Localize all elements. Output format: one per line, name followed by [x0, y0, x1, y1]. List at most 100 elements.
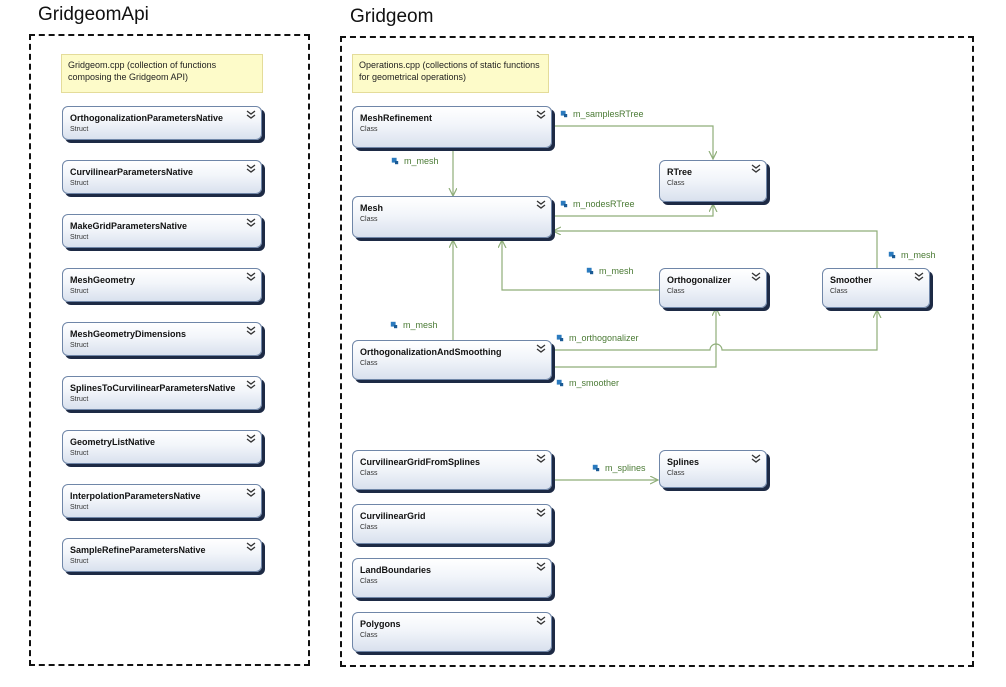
- struct-sample-refine-parameters-native[interactable]: SampleRefineParametersNative Struct: [62, 538, 262, 572]
- double-chevron-down-icon[interactable]: [245, 271, 257, 283]
- class-splines[interactable]: Splines Class: [659, 450, 767, 488]
- struct-interpolation-parameters-native[interactable]: InterpolationParametersNative Struct: [62, 484, 262, 518]
- double-chevron-down-icon[interactable]: [245, 487, 257, 499]
- double-chevron-down-icon[interactable]: [245, 433, 257, 445]
- struct-kind: Struct: [70, 396, 89, 403]
- class-kind: Class: [360, 470, 378, 477]
- double-chevron-down-icon[interactable]: [245, 163, 257, 175]
- class-curvilinear-grid-from-splines[interactable]: CurvilinearGridFromSplines Class: [352, 450, 552, 490]
- region-title-gridgeom: Gridgeom: [350, 6, 434, 27]
- class-mesh[interactable]: Mesh Class: [352, 196, 552, 238]
- smoother-association-connector[interactable]: [553, 310, 877, 351]
- double-chevron-down-icon[interactable]: [750, 271, 762, 283]
- struct-kind: Struct: [70, 288, 89, 295]
- struct-splines-to-curvilinear-parameters-native[interactable]: SplinesToCurvilinearParametersNative Str…: [62, 376, 262, 410]
- class-name: Splines: [667, 457, 700, 467]
- class-kind: Class: [360, 632, 378, 639]
- orthogonalizer-association-connector[interactable]: [553, 308, 716, 368]
- field-icon: [391, 157, 399, 165]
- field-icon: [556, 379, 564, 387]
- class-land-boundaries[interactable]: LandBoundaries Class: [352, 558, 552, 598]
- orthogonalizer-association-label: m_orthogonalizer: [556, 333, 639, 343]
- smoother-mesh-connector[interactable]: [553, 231, 878, 268]
- struct-orthogonalization-parameters-native[interactable]: OrthogonalizationParametersNative Struct: [62, 106, 262, 140]
- class-smoother[interactable]: Smoother Class: [822, 268, 930, 308]
- struct-name: MeshGeometryDimensions: [70, 329, 187, 339]
- orthogonalizer-mesh-label: m_mesh: [586, 266, 634, 276]
- samples-rtree-label: m_samplesRTree: [560, 109, 644, 119]
- splines-association-label: m_splines: [592, 463, 646, 473]
- field-icon: [560, 110, 568, 118]
- double-chevron-down-icon[interactable]: [535, 109, 547, 121]
- double-chevron-down-icon[interactable]: [913, 271, 925, 283]
- struct-mesh-geometry-dimensions[interactable]: MeshGeometryDimensions Struct: [62, 322, 262, 356]
- double-chevron-down-icon[interactable]: [535, 199, 547, 211]
- orth-smoothing-mesh-text: m_mesh: [403, 320, 438, 330]
- double-chevron-down-icon[interactable]: [535, 561, 547, 573]
- struct-kind: Struct: [70, 126, 89, 133]
- double-chevron-down-icon[interactable]: [245, 379, 257, 391]
- api-comment-note[interactable]: Gridgeom.cpp (collection of functions co…: [61, 54, 263, 93]
- struct-geometry-list-native[interactable]: GeometryListNative Struct: [62, 430, 262, 464]
- field-icon: [560, 200, 568, 208]
- struct-name: InterpolationParametersNative: [70, 491, 201, 501]
- class-polygons[interactable]: Polygons Class: [352, 612, 552, 652]
- class-orthogonalization-and-smoothing[interactable]: OrthogonalizationAndSmoothing Class: [352, 340, 552, 380]
- nodes-rtree-connector[interactable]: [553, 204, 713, 217]
- class-kind: Class: [360, 126, 378, 133]
- class-kind: Class: [360, 524, 378, 531]
- field-icon: [586, 267, 594, 275]
- class-orthogonalizer[interactable]: Orthogonalizer Class: [659, 268, 767, 308]
- region-title-gridgeomapi: GridgeomApi: [38, 4, 149, 25]
- class-curvilinear-grid[interactable]: CurvilinearGrid Class: [352, 504, 552, 544]
- class-kind: Class: [360, 360, 378, 367]
- struct-name: SampleRefineParametersNative: [70, 545, 206, 555]
- class-name: Smoother: [830, 275, 873, 285]
- class-rtree[interactable]: RTree Class: [659, 160, 767, 202]
- gridgeom-region: [340, 36, 974, 667]
- smoother-mesh-label: m_mesh: [888, 250, 936, 260]
- double-chevron-down-icon[interactable]: [535, 507, 547, 519]
- class-kind: Class: [667, 288, 685, 295]
- double-chevron-down-icon[interactable]: [245, 217, 257, 229]
- struct-curvilinear-parameters-native[interactable]: CurvilinearParametersNative Struct: [62, 160, 262, 194]
- struct-mesh-geometry[interactable]: MeshGeometry Struct: [62, 268, 262, 302]
- double-chevron-down-icon[interactable]: [245, 541, 257, 553]
- double-chevron-down-icon[interactable]: [535, 343, 547, 355]
- class-kind: Class: [830, 288, 848, 295]
- class-name: CurvilinearGridFromSplines: [360, 457, 481, 467]
- double-chevron-down-icon[interactable]: [535, 615, 547, 627]
- struct-kind: Struct: [70, 558, 89, 565]
- nodes-rtree-label: m_nodesRTree: [560, 199, 635, 209]
- class-name: MeshRefinement: [360, 113, 433, 123]
- class-name: OrthogonalizationAndSmoothing: [360, 347, 502, 357]
- struct-kind: Struct: [70, 234, 89, 241]
- struct-kind: Struct: [70, 180, 89, 187]
- field-icon: [592, 464, 600, 472]
- gridgeom-comment-note[interactable]: Operations.cpp (collections of static fu…: [352, 54, 549, 93]
- class-name: RTree: [667, 167, 693, 177]
- refinement-mesh-text: m_mesh: [404, 156, 439, 166]
- field-icon: [390, 321, 398, 329]
- double-chevron-down-icon[interactable]: [750, 163, 762, 175]
- class-kind: Class: [667, 180, 685, 187]
- double-chevron-down-icon[interactable]: [245, 109, 257, 121]
- gridgeomapi-region: [29, 34, 310, 666]
- struct-name: MeshGeometry: [70, 275, 136, 285]
- double-chevron-down-icon[interactable]: [535, 453, 547, 465]
- class-mesh-refinement[interactable]: MeshRefinement Class: [352, 106, 552, 148]
- orthogonalizer-mesh-text: m_mesh: [599, 266, 634, 276]
- refinement-mesh-label: m_mesh: [391, 156, 439, 166]
- samples-rtree-connector[interactable]: [553, 125, 713, 159]
- class-name: CurvilinearGrid: [360, 511, 426, 521]
- orthogonalizer-mesh-connector[interactable]: [502, 240, 659, 291]
- orthogonalizer-association-text: m_orthogonalizer: [569, 333, 639, 343]
- class-name: Mesh: [360, 203, 384, 213]
- struct-make-grid-parameters-native[interactable]: MakeGridParametersNative Struct: [62, 214, 262, 248]
- field-icon: [888, 251, 896, 259]
- double-chevron-down-icon[interactable]: [750, 453, 762, 465]
- class-name: Orthogonalizer: [667, 275, 732, 285]
- struct-name: GeometryListNative: [70, 437, 156, 447]
- double-chevron-down-icon[interactable]: [245, 325, 257, 337]
